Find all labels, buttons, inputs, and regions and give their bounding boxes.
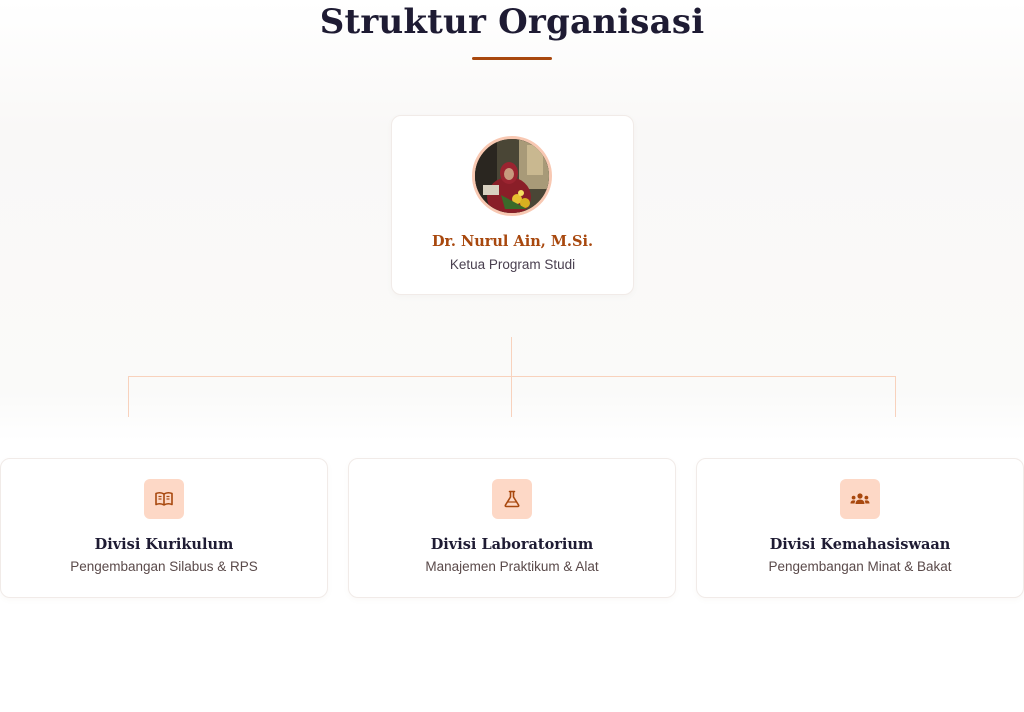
- users-icon: [850, 493, 870, 504]
- head-avatar: [472, 136, 552, 216]
- division-icon-box: [144, 479, 184, 519]
- division-icon-box: [840, 479, 880, 519]
- connector-horizontal: [128, 376, 896, 377]
- connector-left: [128, 376, 129, 417]
- division-title: Divisi Kemahasiswaan: [769, 536, 951, 553]
- division-subtitle: Pengembangan Minat & Bakat: [768, 559, 952, 574]
- division-card-laboratorium: Divisi Laboratorium Manajemen Praktikum …: [348, 458, 676, 598]
- head-card: Dr. Nurul Ain, M.Si. Ketua Program Studi: [391, 115, 634, 295]
- connector-right: [895, 376, 896, 417]
- book-open-icon: [155, 492, 173, 506]
- division-subtitle: Pengembangan Silabus & RPS: [70, 559, 258, 574]
- division-icon-box: [492, 479, 532, 519]
- person-photo: [475, 139, 549, 213]
- connector-vertical-main: [511, 337, 512, 417]
- head-role: Ketua Program Studi: [449, 257, 576, 272]
- division-subtitle: Manajemen Praktikum & Alat: [425, 559, 599, 574]
- division-title: Divisi Kurikulum: [94, 536, 234, 553]
- division-card-kemahasiswaan: Divisi Kemahasiswaan Pengembangan Minat …: [696, 458, 1024, 598]
- division-card-kurikulum: Divisi Kurikulum Pengembangan Silabus & …: [0, 458, 328, 598]
- division-title: Divisi Laboratorium: [430, 536, 594, 553]
- head-name: Dr. Nurul Ain, M.Si.: [431, 233, 594, 250]
- flask-icon: [504, 490, 520, 508]
- title-underline: [472, 57, 552, 60]
- section-title: Struktur Organisasi: [319, 2, 705, 42]
